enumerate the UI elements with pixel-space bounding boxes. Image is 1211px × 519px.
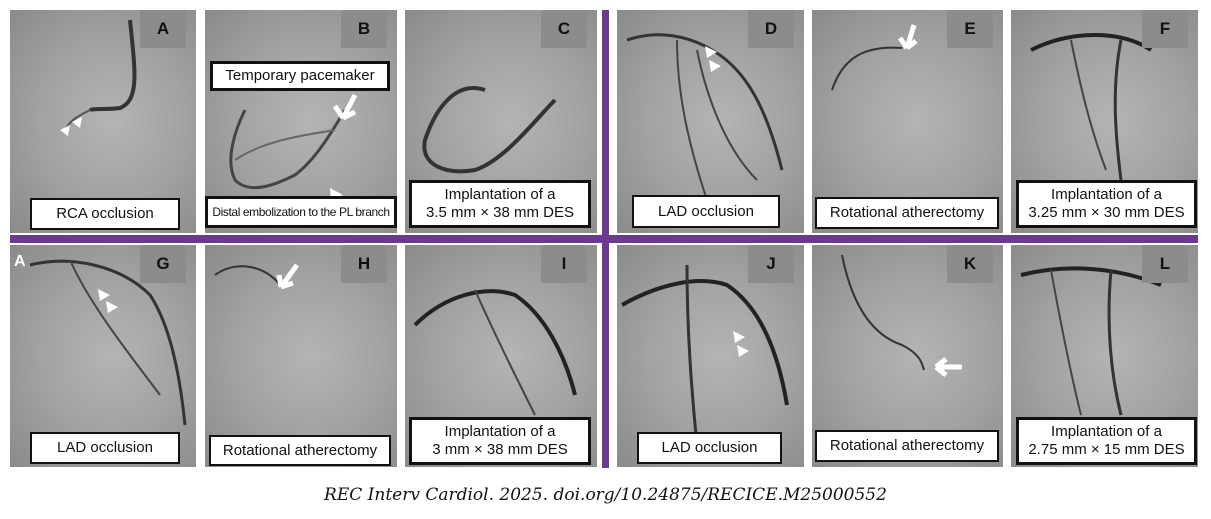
panel-label: Implantation of a 3.25 mm × 30 mm DES (1016, 180, 1197, 228)
label-line: 3.25 mm × 30 mm DES (1028, 204, 1185, 221)
panel-label: Rotational atherectomy (815, 430, 999, 462)
angiogram-image (1030, 33, 1153, 181)
horizontal-divider (10, 235, 1198, 243)
angiogram-image (841, 254, 962, 377)
panel-label: Rotational atherectomy (815, 197, 999, 229)
panel-j: J LAD occlusion (617, 245, 804, 467)
panel-label: Implantation of a 3 mm × 38 mm DES (409, 417, 591, 465)
panel-c: C Implantation of a 3.5 mm × 38 mm DES (405, 10, 597, 233)
panel-letter: K (947, 245, 993, 283)
panel-letter: F (1142, 10, 1188, 48)
angiogram-image (422, 86, 557, 174)
panel-label: RCA occlusion (30, 198, 180, 230)
panel-label: Implantation of a 3.5 mm × 38 mm DES (409, 180, 591, 228)
label-line: Implantation of a (444, 186, 556, 203)
angiogram-image (831, 24, 918, 91)
panel-i: I Implantation of a 3 mm × 38 mm DES (405, 245, 597, 467)
panel-letter: C (541, 10, 587, 48)
angiogram-image (413, 289, 577, 416)
panel-a: A RCA occlusion (10, 10, 196, 233)
panel-d: D LAD occlusion (617, 10, 804, 233)
panel-label: Distal embolization to the PL branch (205, 196, 397, 228)
panel-label: LAD occlusion (632, 195, 780, 228)
panel-letter: L (1142, 245, 1188, 283)
inset-letter: A (14, 253, 26, 270)
angiogram-image (621, 264, 789, 446)
panel-letter: I (541, 245, 587, 283)
angiogram-image (60, 19, 137, 136)
panel-letter: J (748, 245, 794, 283)
panel-letter: A (140, 10, 186, 48)
panel-f: F Implantation of a 3.25 mm × 30 mm DES (1011, 10, 1198, 233)
panel-label: LAD occlusion (30, 432, 180, 464)
panel-b: B Temporary pacemaker Distal embolizatio… (205, 10, 397, 233)
panel-label: Rotational atherectomy (209, 435, 391, 466)
angiogram-image (29, 259, 187, 426)
label-line: 3.5 mm × 38 mm DES (426, 204, 574, 221)
panel-label-top: Temporary pacemaker (210, 61, 390, 91)
panel-k: K Rotational atherectomy (812, 245, 1003, 467)
panel-label: Implantation of a 2.75 mm × 15 mm DES (1016, 417, 1197, 465)
panel-letter: G (140, 245, 186, 283)
label-line: Implantation of a (1051, 186, 1162, 203)
panel-letter: B (341, 10, 387, 48)
panel-letter: H (341, 245, 387, 283)
angiogram-image (214, 263, 300, 290)
label-line: 2.75 mm × 15 mm DES (1028, 441, 1185, 458)
panel-g: A G LAD occlusion (10, 245, 196, 467)
panel-letter: E (947, 10, 993, 48)
panel-l: L Implantation of a 2.75 mm × 15 mm DES (1011, 245, 1198, 467)
panel-label: LAD occlusion (637, 432, 782, 464)
label-line: 3 mm × 38 mm DES (432, 441, 568, 458)
figure-caption: REC Interv Cardiol. 2025. doi.org/10.248… (324, 485, 887, 505)
panel-h: H Rotational atherectomy (205, 245, 397, 467)
panel-letter: D (748, 10, 794, 48)
label-line: Implantation of a (444, 423, 556, 440)
label-line: Implantation of a (1051, 423, 1162, 440)
angiogram-image (626, 33, 784, 201)
panel-e: E Rotational atherectomy (812, 10, 1003, 233)
